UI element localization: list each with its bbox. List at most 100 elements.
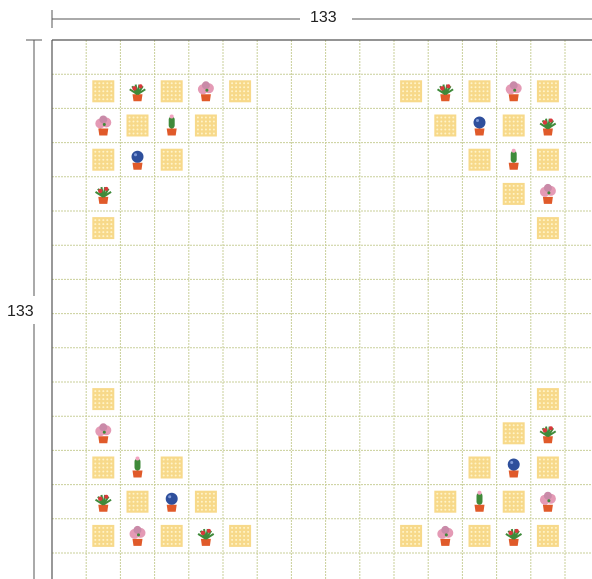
square-dot (106, 98, 108, 100)
square-dot (483, 475, 485, 477)
motif-square (503, 491, 525, 513)
square-dot (102, 459, 104, 461)
square-dot (106, 235, 108, 237)
square-dot (106, 539, 108, 541)
square-dot (213, 117, 215, 119)
square-dot (543, 86, 545, 88)
square-dot (205, 493, 207, 495)
square-dot (98, 155, 100, 157)
flower-cluster (99, 423, 107, 431)
square-dot (201, 125, 203, 127)
motif-square (92, 388, 114, 410)
square-dot (436, 509, 438, 511)
square-dot (213, 497, 215, 499)
square-dot (102, 227, 104, 229)
square-dot (418, 98, 420, 100)
square-dot (555, 471, 557, 473)
square-dot (102, 402, 104, 404)
square-dot (487, 527, 489, 529)
square-dot (440, 501, 442, 503)
square-dot (110, 535, 112, 537)
square-dot (410, 527, 412, 529)
square-dot (505, 117, 507, 119)
square-dot (213, 129, 215, 131)
leaf (547, 191, 550, 194)
square-dot (410, 531, 412, 533)
leaf (445, 533, 448, 536)
square-dot (201, 121, 203, 123)
square-dot (539, 151, 541, 153)
square-dot (543, 463, 545, 465)
square-dot (110, 406, 112, 408)
square-dot (505, 193, 507, 195)
square-dot (448, 509, 450, 511)
square-dot (555, 535, 557, 537)
square-dot (479, 98, 481, 100)
square-dot (179, 471, 181, 473)
square-dot (167, 467, 169, 469)
square-dot (106, 543, 108, 545)
square-dot (551, 167, 553, 169)
square-dot (163, 471, 165, 473)
square-dot (137, 129, 139, 131)
motif-plant-pink (198, 81, 214, 101)
square-dot (102, 475, 104, 477)
square-dot (448, 505, 450, 507)
square-dot (539, 231, 541, 233)
square-dot (555, 155, 557, 157)
square-dot (243, 86, 245, 88)
square-dot (509, 125, 511, 127)
flower-cluster (132, 151, 144, 163)
motif-square (195, 115, 217, 137)
square-dot (509, 133, 511, 135)
square-dot (129, 493, 131, 495)
square-dot (98, 227, 100, 229)
square-dot (106, 163, 108, 165)
square-dot (475, 82, 477, 84)
square-dot (521, 493, 523, 495)
square-dot (231, 539, 233, 541)
square-dot (555, 475, 557, 477)
square-dot (517, 117, 519, 119)
square-dot (483, 471, 485, 473)
square-dot (509, 117, 511, 119)
square-dot (539, 406, 541, 408)
motif-square (161, 80, 183, 102)
square-dot (543, 535, 545, 537)
square-dot (201, 505, 203, 507)
flower-highlight (476, 119, 479, 122)
square-dot (179, 527, 181, 529)
pot (133, 94, 143, 101)
square-dot (145, 125, 147, 127)
square-dot (543, 475, 545, 477)
motif-square (537, 80, 559, 102)
square-dot (521, 117, 523, 119)
square-dot (543, 394, 545, 396)
square-dot (205, 501, 207, 503)
square-dot (197, 505, 199, 507)
square-dot (543, 543, 545, 545)
square-dot (175, 539, 177, 541)
square-dot (539, 94, 541, 96)
square-dot (243, 535, 245, 537)
square-dot (175, 463, 177, 465)
square-dot (505, 501, 507, 503)
square-dot (102, 531, 104, 533)
square-dot (471, 475, 473, 477)
square-dot (167, 471, 169, 473)
square-dot (483, 90, 485, 92)
square-dot (444, 501, 446, 503)
square-dot (479, 459, 481, 461)
square-dot (167, 155, 169, 157)
square-dot (110, 231, 112, 233)
square-dot (94, 471, 96, 473)
square-dot (551, 86, 553, 88)
square-dot (479, 155, 481, 157)
square-dot (163, 159, 165, 161)
square-dot (547, 155, 549, 157)
square-dot (247, 86, 249, 88)
motif-square (469, 457, 491, 479)
square-dot (551, 82, 553, 84)
square-dot (551, 223, 553, 225)
pot (98, 436, 108, 443)
